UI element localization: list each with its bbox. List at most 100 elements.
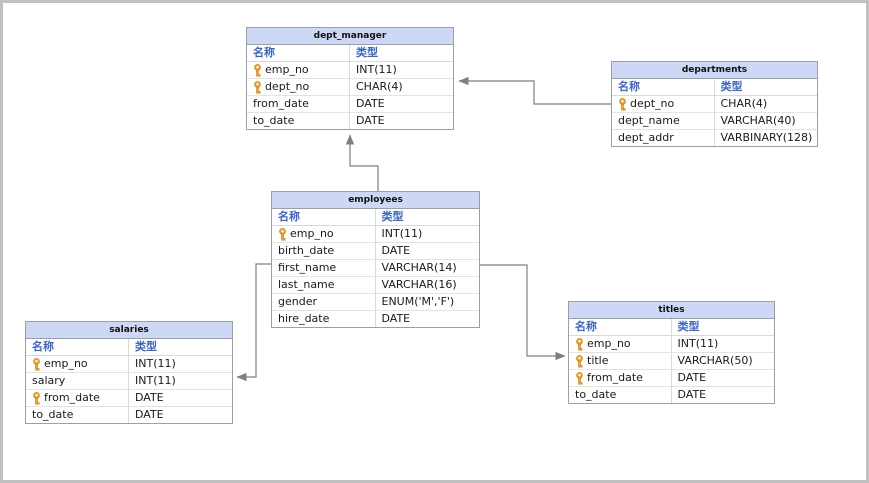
table-departments[interactable]: departments 名称 类型 dept_no CHAR(4) dept_n… (611, 61, 818, 147)
column-header-type: 类型 (381, 210, 404, 223)
field-name: emp_no (290, 227, 334, 240)
field-type: CHAR(4) (356, 80, 403, 93)
table-salaries[interactable]: salaries 名称 类型 emp_no INT(11) salary INT… (25, 321, 233, 424)
field-type: DATE (135, 391, 164, 404)
table-title: dept_manager (247, 28, 453, 45)
field-type: DATE (381, 312, 411, 325)
field-name: emp_no (44, 357, 88, 370)
column-header-type: 类型 (356, 46, 378, 59)
field-name: from_date (253, 97, 309, 110)
column-header-name: 名称 (26, 339, 129, 355)
table-row: emp_no INT(11) (272, 226, 479, 243)
field-name: birth_date (278, 244, 335, 257)
field-name: first_name (278, 261, 337, 274)
table-row: to_date DATE (247, 113, 453, 129)
field-name: from_date (44, 391, 100, 404)
field-type: DATE (135, 408, 164, 421)
table-row: first_name VARCHAR(14) (272, 260, 479, 277)
field-type: VARCHAR(40) (720, 114, 796, 127)
field-name: to_date (575, 388, 617, 401)
key-icon (575, 337, 584, 351)
table-dept-manager[interactable]: dept_manager 名称 类型 emp_no INT(11) dept_n… (246, 27, 454, 130)
column-header-name: 名称 (272, 209, 376, 225)
field-name: salary (32, 374, 66, 387)
table-row: birth_date DATE (272, 243, 479, 260)
table-title: titles (569, 302, 774, 319)
field-name: hire_date (278, 312, 330, 325)
table-employees[interactable]: employees 名称 类型 emp_no INT(11) birth_dat… (271, 191, 480, 328)
key-icon (575, 371, 584, 385)
field-name: gender (278, 295, 317, 308)
table-row: hire_date DATE (272, 311, 479, 327)
table-row: emp_no INT(11) (569, 336, 774, 353)
column-header-row: 名称 类型 (569, 319, 774, 336)
connector-employees-to-salaries[interactable] (236, 263, 271, 382)
field-name: to_date (253, 114, 295, 127)
table-row: salary INT(11) (26, 373, 232, 390)
column-header-name: 名称 (612, 79, 715, 95)
table-row: to_date DATE (26, 407, 232, 423)
column-header-type: 类型 (720, 80, 743, 93)
column-header-name: 名称 (247, 45, 350, 61)
table-row: last_name VARCHAR(16) (272, 277, 479, 294)
table-title: employees (272, 192, 479, 209)
key-icon (278, 227, 287, 241)
table-row: dept_no CHAR(4) (247, 79, 453, 96)
connector-departments-to-dept-manager[interactable] (458, 76, 611, 105)
connector-employees-to-dept-manager[interactable] (345, 134, 379, 191)
column-header-row: 名称 类型 (612, 79, 817, 96)
column-header-row: 名称 类型 (247, 45, 453, 62)
column-header-name: 名称 (569, 319, 672, 335)
field-type: DATE (381, 244, 411, 257)
table-titles[interactable]: titles 名称 类型 emp_no INT(11) title VARCHA… (568, 301, 775, 404)
field-type: DATE (356, 114, 385, 127)
table-row: from_date DATE (247, 96, 453, 113)
field-type: DATE (677, 371, 707, 384)
field-type: VARCHAR(14) (381, 261, 457, 274)
field-type: ENUM('M','F') (381, 295, 455, 308)
table-row: from_date DATE (569, 370, 774, 387)
table-row: title VARCHAR(50) (569, 353, 774, 370)
table-title: departments (612, 62, 817, 79)
table-row: to_date DATE (569, 387, 774, 403)
table-row: emp_no INT(11) (26, 356, 232, 373)
table-row: dept_addr VARBINARY(128) (612, 130, 817, 146)
field-type: VARBINARY(128) (720, 131, 813, 144)
field-name: dept_no (265, 80, 310, 93)
field-type: INT(11) (381, 227, 423, 240)
field-name: last_name (278, 278, 335, 291)
key-icon (253, 80, 262, 94)
key-icon (32, 391, 41, 405)
field-type: VARCHAR(50) (677, 354, 753, 367)
key-icon (618, 97, 627, 111)
column-header-type: 类型 (135, 340, 157, 353)
field-name: dept_name (618, 114, 680, 127)
connector-employees-to-titles[interactable] (480, 264, 566, 361)
field-type: INT(11) (135, 374, 176, 387)
field-name: from_date (587, 371, 643, 384)
field-name: emp_no (265, 63, 309, 76)
column-header-row: 名称 类型 (272, 209, 479, 226)
key-icon (32, 357, 41, 371)
field-type: VARCHAR(16) (381, 278, 457, 291)
field-type: DATE (677, 388, 707, 401)
key-icon (575, 354, 584, 368)
field-type: INT(11) (356, 63, 397, 76)
connectors-layer (236, 76, 611, 382)
table-row: from_date DATE (26, 390, 232, 407)
field-name: dept_no (630, 97, 675, 110)
key-icon (253, 63, 262, 77)
field-name: emp_no (587, 337, 631, 350)
column-header-row: 名称 类型 (26, 339, 232, 356)
column-header-type: 类型 (677, 320, 700, 333)
field-name: title (587, 354, 609, 367)
field-type: INT(11) (135, 357, 176, 370)
table-row: dept_no CHAR(4) (612, 96, 817, 113)
table-title: salaries (26, 322, 232, 339)
field-type: CHAR(4) (720, 97, 768, 110)
field-type: INT(11) (677, 337, 719, 350)
field-type: DATE (356, 97, 385, 110)
table-row: dept_name VARCHAR(40) (612, 113, 817, 130)
field-name: to_date (32, 408, 74, 421)
